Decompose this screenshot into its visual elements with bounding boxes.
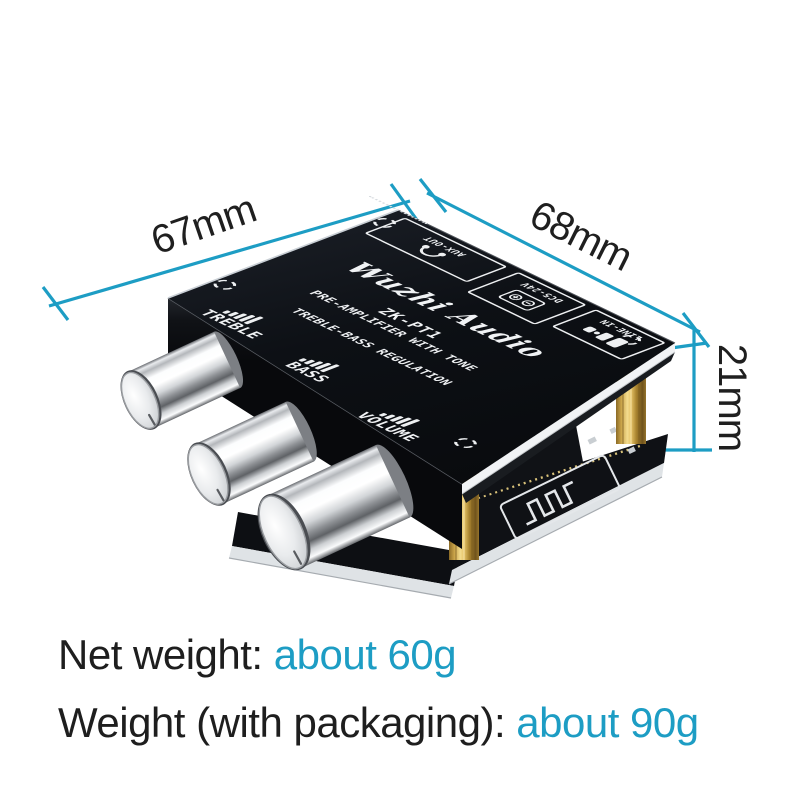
- headphones-icon: [419, 245, 446, 257]
- dc-power-box: [467, 272, 586, 325]
- pin-header-row: [477, 444, 641, 500]
- eq-bars-icon: [379, 413, 420, 427]
- dimension-lines: [41, 178, 712, 452]
- treble-knob: [120, 331, 244, 430]
- net-weight-label: Net weight:: [58, 631, 274, 678]
- eq-bars-icons: [222, 310, 420, 427]
- line-in-box: [552, 309, 665, 360]
- dimension-line-68mm: [418, 178, 711, 348]
- dimension-line-67mm: [41, 183, 419, 321]
- line-in-icon: [582, 326, 629, 348]
- bass-knob: [187, 401, 317, 506]
- dc-power-icon: [498, 289, 546, 311]
- eq-bars-icon: [298, 358, 340, 373]
- eq-bars-icon: [222, 310, 264, 325]
- volume-knob: [257, 444, 414, 571]
- board-top-surface: [168, 210, 675, 484]
- screw-mark-icon: [454, 438, 477, 448]
- screw-mark-icon: [213, 279, 237, 290]
- silkscreen-graphics: [213, 218, 665, 448]
- net-weight-line: Net weight: about 60g: [58, 630, 457, 680]
- dimension-21mm: 21mm: [710, 343, 755, 452]
- screw-mark-icon: [618, 335, 641, 345]
- screw-mark-icon: [373, 218, 396, 228]
- wifi-antenna-icon: [499, 454, 621, 540]
- packaging-weight-line: Weight (with packaging): about 90g: [58, 698, 699, 748]
- knobs: [120, 331, 414, 571]
- aux-out-box: [365, 218, 507, 282]
- packaging-weight-label: Weight (with packaging):: [58, 699, 517, 746]
- lower-board: [228, 425, 668, 599]
- packaging-weight-value: about 90g: [516, 699, 699, 746]
- net-weight-value: about 60g: [273, 631, 457, 678]
